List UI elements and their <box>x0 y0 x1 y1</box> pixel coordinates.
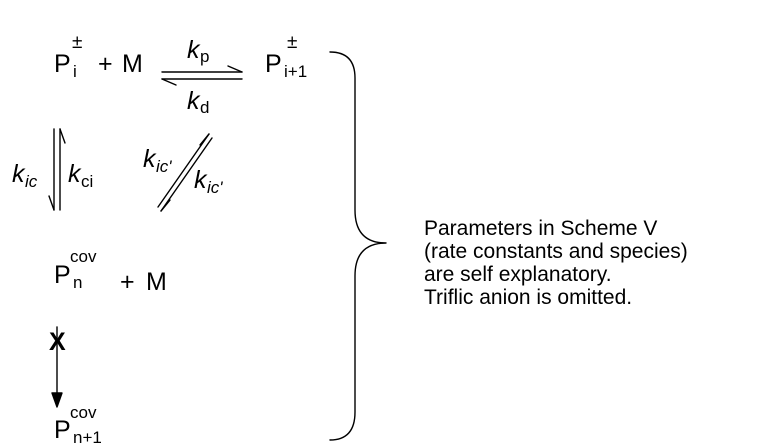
blocked-x-mark: X <box>49 328 66 356</box>
species-pn-cov-base: P <box>54 261 71 289</box>
species-pn-cov-superscript: cov <box>70 247 97 266</box>
scheme-note: Parameters in Scheme V (rate constants a… <box>424 217 688 309</box>
monomer-row1: M <box>122 50 143 78</box>
rate-kd-base: k <box>187 87 200 115</box>
species-pi-base: P <box>54 50 71 78</box>
note-line-1: Parameters in Scheme V <box>424 217 658 240</box>
diagonal-arrow-upper <box>157 133 210 208</box>
up-arrow-kci <box>59 128 66 211</box>
species-pn1-cov-superscript: cov <box>70 403 97 422</box>
rate-kic-prime-lower-base: k <box>194 166 207 194</box>
rate-kci-subscript: ci <box>81 172 94 191</box>
species-pn-cov-subscript: n <box>73 273 83 292</box>
down-arrow-kic <box>48 128 55 211</box>
rate-kic-prime-upper-subscript: ic' <box>156 157 172 176</box>
rate-kic-base: k <box>12 160 25 188</box>
blocked-arrow <box>51 326 63 408</box>
rate-kd-subscript: d <box>200 98 210 117</box>
rate-kic-subscript: ic <box>25 172 38 191</box>
monomer-row3: M <box>146 268 167 296</box>
species-pi1-charge: ± <box>287 32 298 53</box>
plus-sign-row3: + <box>120 268 135 296</box>
diagonal-arrow-lower <box>160 137 213 212</box>
species-pn1-cov-base: P <box>54 416 71 444</box>
rate-kp-base: k <box>187 36 200 64</box>
species-pi1-subscript: i+1 <box>284 62 308 81</box>
rate-kic-prime-lower-subscript: ic' <box>207 178 223 197</box>
rate-kp-subscript: p <box>200 47 210 66</box>
species-pi1-base: P <box>265 50 282 78</box>
note-line-2: (rate constants and species) <box>424 240 688 263</box>
note-line-4: Triflic anion is omitted. <box>424 286 633 309</box>
rate-kic-prime-upper-base: k <box>143 145 156 173</box>
note-line-3: are self explanatory. <box>424 263 612 286</box>
plus-sign-row1: + <box>98 50 113 78</box>
species-pn1-cov-subscript: n+1 <box>73 428 102 447</box>
species-pi-subscript: i <box>73 62 77 81</box>
reverse-arrow-kd <box>161 78 243 86</box>
right-curly-brace <box>329 51 387 441</box>
forward-arrow-kp <box>161 65 243 73</box>
species-pi-charge: ± <box>72 32 83 53</box>
rate-kci-base: k <box>68 160 81 188</box>
